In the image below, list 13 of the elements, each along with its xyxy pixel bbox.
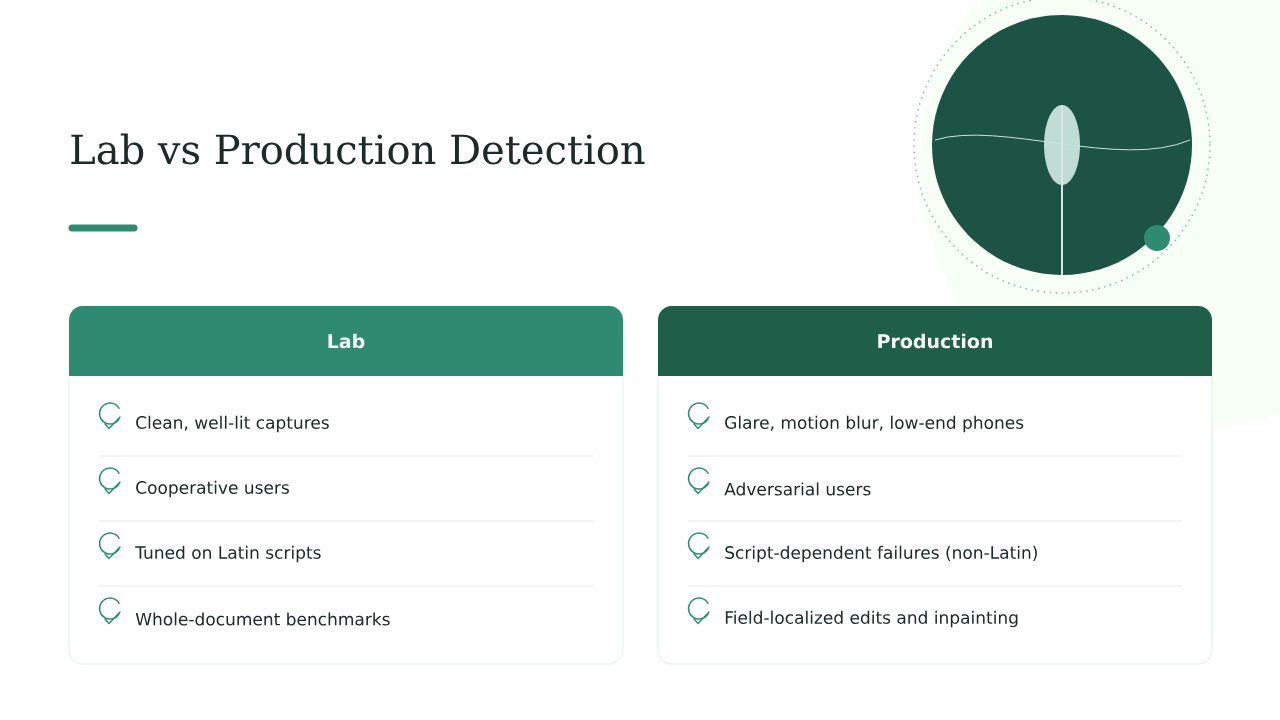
list-item: Cooperative users [136,480,289,498]
title: Lab vs Production Detection [71,133,645,165]
list-item: Glare, motion blur, low-end phones [725,415,1024,433]
list-item: Script-dependent failures (non-Latin) [725,545,1037,563]
list-item: Clean, well-lit captures [136,415,329,433]
comparison-card [657,305,1213,665]
card-heading: Production [878,333,992,349]
list-item: Tuned on Latin scripts [135,545,321,563]
card-heading: Lab [328,333,365,349]
comparison-card [68,305,624,665]
list-item: Field-localized edits and inpainting [725,610,1018,628]
list-item: Whole-document benchmarks [135,612,390,626]
list-item: Adversarial users [724,482,871,496]
